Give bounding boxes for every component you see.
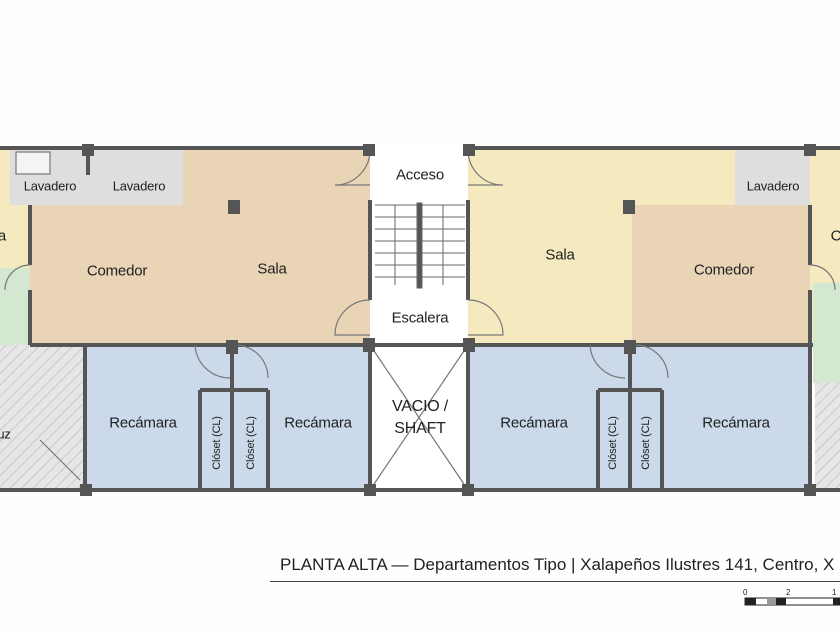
recamara-label: Recámara — [702, 414, 770, 432]
scale-tick: 2 — [786, 588, 791, 597]
columns — [80, 144, 816, 496]
sala-comedor-left — [30, 205, 370, 345]
shaft-label-line2: SHAFT — [394, 420, 446, 437]
recamara-right-area — [468, 345, 810, 490]
lavadero-label: Lavadero — [746, 178, 800, 194]
comedor-right-area — [632, 205, 810, 345]
recamara-1-area — [85, 345, 370, 490]
sala-label: Sala — [545, 246, 575, 264]
scale-bar — [744, 597, 840, 606]
closet-label: Clóset (CL) — [211, 416, 223, 470]
scale-tick: 1 — [832, 588, 837, 597]
kitchen-right — [813, 148, 840, 283]
escalera-label: Escalera — [391, 309, 449, 327]
bath-left — [0, 268, 30, 348]
closet-label: Clóset (CL) — [607, 416, 619, 470]
lavadero-label: Lavadero — [112, 178, 166, 194]
acceso-label: Acceso — [396, 166, 444, 184]
recamara-label: Recámara — [500, 414, 568, 432]
patio-luz-label: uz — [0, 426, 11, 442]
plan-caption: PLANTA ALTA — Departamentos Tipo | Xalap… — [280, 555, 835, 574]
walls — [0, 146, 840, 492]
sala-label: Sala — [257, 260, 287, 278]
shaft-label: VACIO / SHAFT — [392, 396, 448, 440]
scale-tick: 0 — [743, 588, 748, 597]
patio-luz — [0, 345, 85, 490]
partial-room-label-right: C — [830, 227, 840, 245]
lavadero-label: Lavadero — [23, 178, 77, 194]
comedor-label: Comedor — [86, 262, 148, 280]
bath-right — [813, 283, 840, 383]
caption-rule — [270, 581, 840, 582]
recamara-label: Recámara — [284, 414, 352, 432]
closet-label: Clóset (CL) — [640, 416, 652, 470]
stairs — [375, 202, 465, 289]
shaft-label-line1: VACIO / — [391, 398, 449, 415]
lavadero-area-right — [735, 148, 810, 205]
comedor-label: Comedor — [693, 261, 755, 279]
partial-room-label: a — [0, 227, 7, 245]
recamara-label: Recámara — [109, 414, 177, 432]
closet-label: Clóset (CL) — [245, 416, 257, 470]
